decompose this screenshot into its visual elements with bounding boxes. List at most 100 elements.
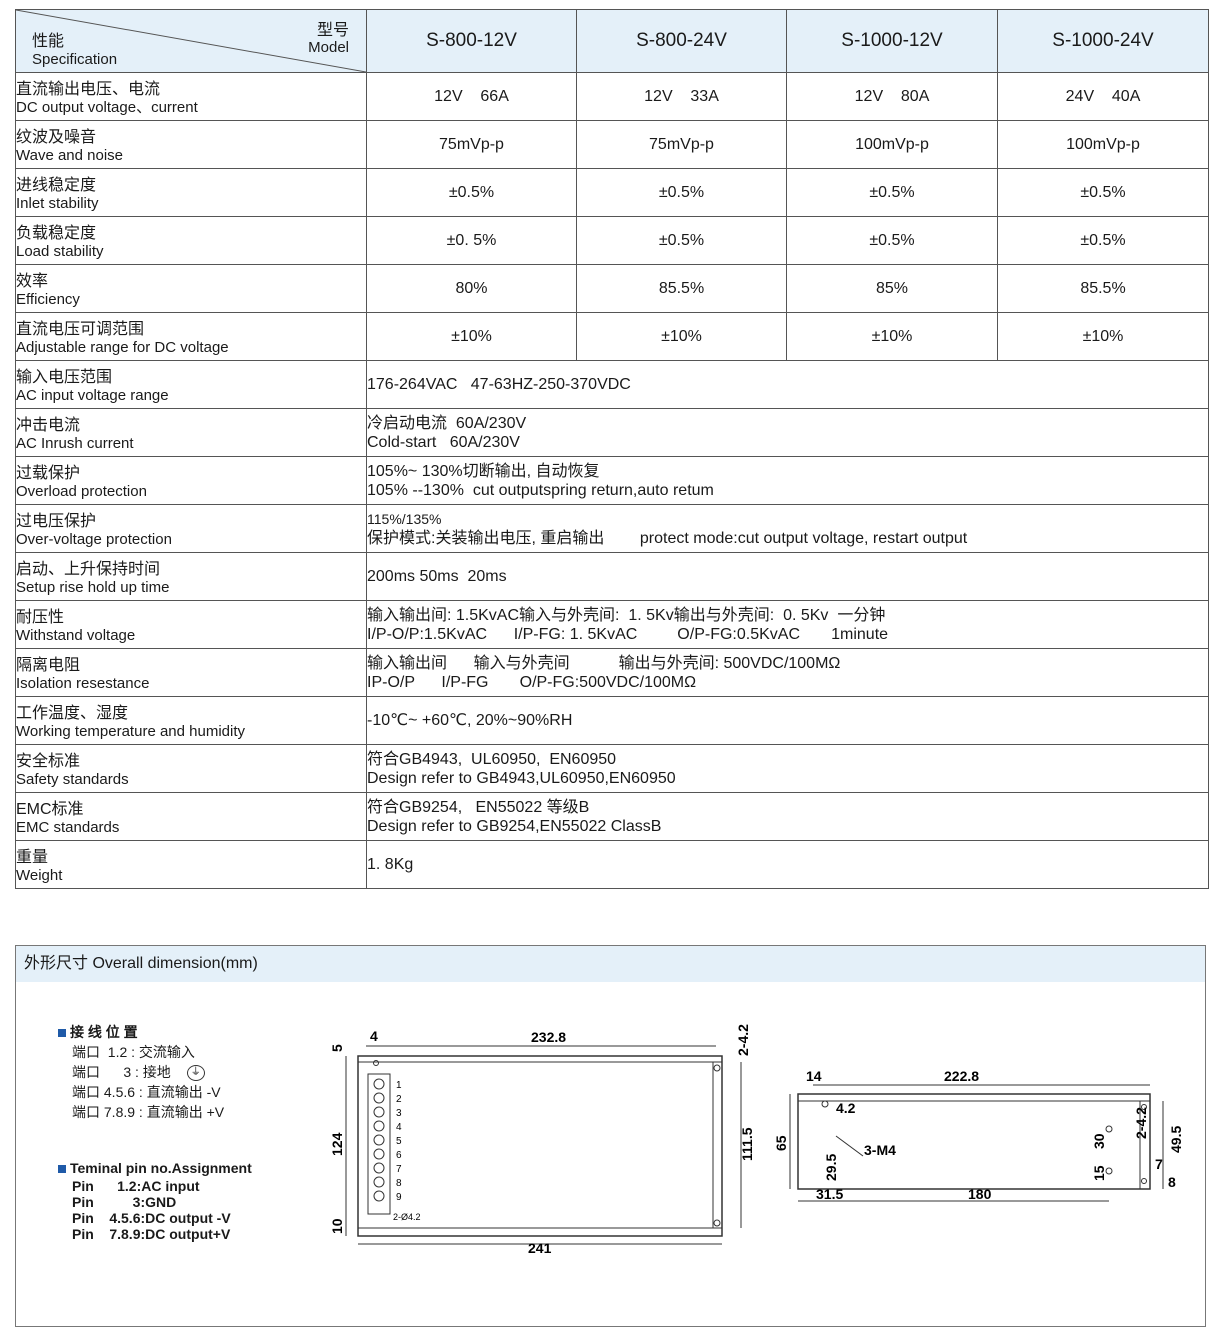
row-label-zh: 冲击电流 bbox=[16, 417, 81, 434]
wiring-line: 端口 3 : 接地 ⏚ bbox=[58, 1062, 224, 1082]
value-line-2: IP-O/P I/P-FG O/P-FG:500VDC/100MΩ bbox=[367, 673, 697, 691]
row-label-zh: 启动、上升保持时间 bbox=[16, 561, 161, 578]
pin-number: 8 bbox=[396, 1178, 402, 1189]
terminal-block bbox=[367, 1073, 391, 1215]
row-value: 输入输出间: 1.5KvAC输入与外壳间: 1. 5Kv输出与外壳间: 0. 5… bbox=[366, 600, 1209, 649]
row-value: ±0.5% bbox=[576, 168, 787, 217]
row-value: 75mVp-p bbox=[366, 120, 577, 169]
dim-label-r3: 2-4.2 bbox=[1133, 1107, 1149, 1139]
dim-label-r6: 8 bbox=[1168, 1174, 1176, 1190]
wiring-line: 端口 1.2 : 交流输入 bbox=[72, 1044, 195, 1060]
row-value: 200ms 50ms 20ms bbox=[366, 552, 1209, 601]
row-label-zh: 输入电压范围 bbox=[16, 369, 113, 386]
row-value: 12V 66A bbox=[366, 72, 577, 121]
row-label-en: AC Inrush current bbox=[16, 435, 134, 452]
wiring-line: 端口 7.8.9 : 直流输出 +V bbox=[72, 1104, 225, 1120]
row-value: 176-264VAC 47-63HZ-250-370VDC bbox=[366, 360, 1209, 409]
row-value: 80% bbox=[366, 264, 577, 313]
model-label-en: Model bbox=[308, 39, 349, 56]
row-value: ±10% bbox=[576, 312, 787, 361]
row-label-zh: 耐压性 bbox=[16, 609, 65, 626]
row-value: ±0.5% bbox=[576, 216, 787, 265]
pin-number: 4 bbox=[396, 1122, 402, 1133]
row-label-zh: EMC标准 bbox=[16, 801, 84, 818]
screw-icon bbox=[373, 1162, 385, 1174]
wiring-line-text: 端口 3 : 接地 bbox=[72, 1064, 171, 1080]
dim-label-bottom: 241 bbox=[528, 1240, 552, 1256]
row-value: ±10% bbox=[997, 312, 1209, 361]
row-label-en: Over-voltage protection bbox=[16, 531, 172, 548]
row-value: 85.5% bbox=[576, 264, 787, 313]
screw-icon bbox=[373, 1078, 385, 1090]
diagonal-line bbox=[16, 10, 366, 72]
pin-legend-en: Teminal pin no.Assignment Pin 1.2:AC inp… bbox=[58, 1158, 252, 1242]
value-line-1: 176-264VAC 47-63HZ-250-370VDC bbox=[367, 376, 631, 393]
dim-label-right: 111.5 bbox=[739, 1127, 755, 1161]
value-line-1: 冷启动电流 60A/230V bbox=[367, 414, 527, 432]
dimension-title: 外形尺寸 Overall dimension(mm) bbox=[16, 946, 1205, 982]
row-value: ±0.5% bbox=[997, 216, 1209, 265]
dim-label-r1: 30 bbox=[1091, 1133, 1107, 1149]
screw-hole-icon bbox=[821, 1100, 829, 1108]
row-label-en: Withstand voltage bbox=[16, 627, 136, 644]
row-label-zh: 效率 bbox=[16, 273, 49, 290]
side-view-drawing: 222.8 14 4.2 65 3-M4 29.5 31.5 180 30 15… bbox=[773, 1071, 1184, 1202]
dim-label-x1: 31.5 bbox=[816, 1186, 843, 1202]
ground-symbol-icon: ⏚ bbox=[186, 1065, 205, 1082]
model-label-zh: 型号 bbox=[316, 22, 349, 39]
pin-number: 9 bbox=[396, 1192, 402, 1203]
terminal-screws bbox=[373, 1078, 385, 1202]
row-value: ±10% bbox=[786, 312, 998, 361]
value-line-1: -10℃~ +60℃, 20%~90%RH bbox=[367, 712, 573, 729]
wiring-title-text: 接 线 位 置 bbox=[70, 1024, 138, 1040]
model-header: S-1000-12V bbox=[786, 9, 998, 73]
row-value: 12V 80A bbox=[786, 72, 998, 121]
row-value: ±0. 5% bbox=[366, 216, 577, 265]
screw-icon bbox=[373, 1148, 385, 1160]
row-label-zh: 隔离电阻 bbox=[16, 657, 81, 674]
pin-line: Pin 1.2:AC input bbox=[72, 1178, 200, 1194]
row-label-zh: 负载稳定度 bbox=[16, 225, 97, 242]
row-label-zh: 过载保护 bbox=[16, 465, 81, 482]
row-value: 24V 40A bbox=[997, 72, 1209, 121]
screw-icon bbox=[373, 1190, 385, 1202]
row-label-en: Adjustable range for DC voltage bbox=[16, 339, 229, 356]
value-line-1: 105%~ 130%切断输出, 自动恢复 bbox=[367, 462, 600, 480]
mount-hole-icon bbox=[373, 1060, 379, 1066]
row-label-en: Inlet stability bbox=[16, 195, 99, 212]
model-header: S-800-24V bbox=[576, 9, 787, 73]
pin-line: Pin 7.8.9:DC output+V bbox=[72, 1226, 231, 1242]
value-line-2: I/P-O/P:1.5KvAC I/P-FG: 1. 5KvAC O/P-FG:… bbox=[367, 625, 889, 643]
mount-hole-icon bbox=[713, 1219, 721, 1227]
dim-label-hole-small: 2-Ø4.2 bbox=[393, 1212, 421, 1222]
mount-hole-icon bbox=[1141, 1104, 1147, 1110]
pin-title: Teminal pin no.Assignment bbox=[58, 1158, 252, 1178]
row-label-zh: 重量 bbox=[16, 849, 49, 866]
row-label-zh: 直流输出电压、电流 bbox=[16, 81, 161, 98]
mount-hole-icon bbox=[713, 1064, 721, 1072]
spec-label: 性能 Specification bbox=[32, 33, 117, 69]
bullet-square-icon bbox=[58, 1029, 66, 1037]
value-line-1: 200ms 50ms 20ms bbox=[367, 568, 507, 585]
pin-number: 1 bbox=[396, 1080, 402, 1091]
dim-label-top: 222.8 bbox=[944, 1071, 979, 1084]
